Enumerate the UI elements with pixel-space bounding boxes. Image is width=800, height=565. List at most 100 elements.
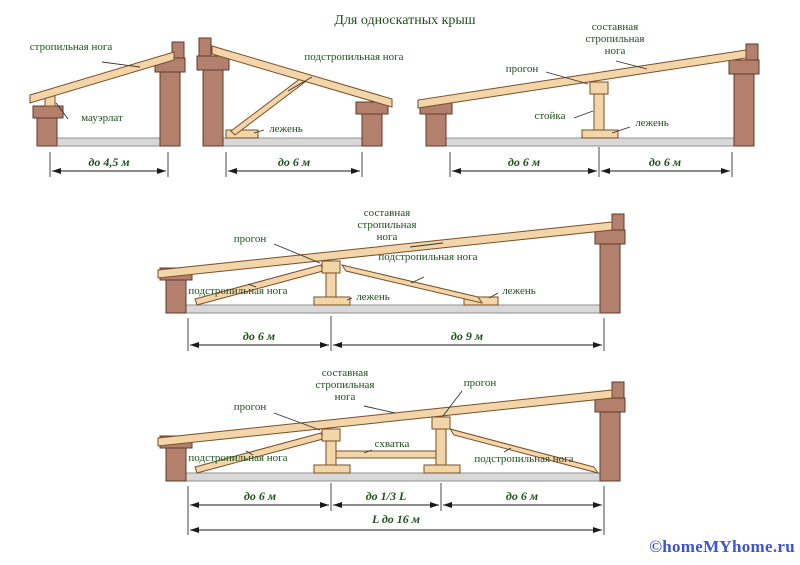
leader-line xyxy=(410,276,425,284)
label-purlin: прогон xyxy=(233,401,267,413)
label-mauerlat: мауэрлат xyxy=(81,112,123,124)
left-wall-pier xyxy=(202,69,224,147)
label-rafter: стропильная нога xyxy=(29,41,113,53)
leader-line xyxy=(409,242,444,248)
dim-label: до 6 м xyxy=(242,329,276,343)
composite-rafter xyxy=(157,389,613,447)
label-purlin: прогон xyxy=(505,63,539,75)
purlin xyxy=(321,260,341,274)
tie-beam xyxy=(335,450,437,459)
figure-title: Для односкатных крыш xyxy=(334,13,476,28)
dim-label: до 9 м xyxy=(450,329,484,343)
right-wall-pier xyxy=(159,71,181,147)
leader-line xyxy=(273,412,321,431)
dim-label: до 6 м xyxy=(648,155,682,169)
label-under-rafter: подстропильная нога xyxy=(188,285,288,297)
diagram-span-16m xyxy=(157,381,626,535)
right-wall-pier xyxy=(361,113,383,147)
dim-label: до 6 м xyxy=(505,489,539,503)
label-sleeper: лежень xyxy=(356,291,390,303)
label-composite-rafter: составная стропильная нога xyxy=(315,367,375,404)
label-sleeper: лежень xyxy=(502,285,536,297)
label-under-rafter: подстропильная нога xyxy=(378,251,478,263)
label-purlin: прогон xyxy=(463,377,497,389)
left-wall-pier xyxy=(165,447,187,482)
leader-line xyxy=(363,405,396,414)
dim-label: до 6 м xyxy=(507,155,541,169)
right-wall-parapet xyxy=(611,381,625,399)
label-sleeper: лежень xyxy=(269,123,303,135)
leader-line xyxy=(55,102,69,120)
right-wall-parapet xyxy=(171,41,185,59)
under-rafter-strut-right xyxy=(340,264,484,304)
label-composite-rafter: составная стропильная нога xyxy=(585,21,645,58)
dim-label: до 6 м xyxy=(277,155,311,169)
sleeper-beam xyxy=(581,129,619,139)
leader-line xyxy=(287,76,313,92)
label-purlin: прогон xyxy=(233,233,267,245)
leader-line xyxy=(611,126,631,134)
dim-label: до 6 м xyxy=(243,489,277,503)
right-wall-corbel xyxy=(594,397,626,413)
post-left xyxy=(325,440,337,466)
leader-line xyxy=(545,71,589,85)
label-under-rafter: подстропильная нога xyxy=(474,453,574,465)
leader-line xyxy=(488,292,499,299)
right-wall-pier xyxy=(733,73,755,147)
dim-label: до 1/3 L xyxy=(365,489,407,503)
purlin-left xyxy=(321,428,341,442)
right-wall-pier xyxy=(599,243,621,314)
left-wall-pier xyxy=(36,117,58,147)
foundation xyxy=(185,304,601,314)
leader-line xyxy=(101,61,141,68)
label-under-rafter: подстропильная нога xyxy=(188,452,288,464)
post xyxy=(593,93,605,131)
composite-rafter xyxy=(417,49,747,109)
purlin xyxy=(589,81,609,95)
foundation xyxy=(185,472,601,482)
under-rafter-strut-right xyxy=(448,428,600,474)
post xyxy=(325,272,337,298)
composite-rafter xyxy=(157,221,613,279)
purlin-right xyxy=(431,416,451,430)
leader-line xyxy=(363,449,373,454)
rafter xyxy=(211,45,393,108)
leader-line xyxy=(247,283,257,288)
label-composite-rafter: составная стропильная нога xyxy=(357,207,417,244)
diagram-span-6m-9m xyxy=(157,213,626,351)
rafter xyxy=(29,51,175,104)
dim-label-total: L до 16 м xyxy=(371,512,421,526)
leader-line xyxy=(273,243,321,264)
right-wall-corbel xyxy=(728,59,760,75)
sleeper-beam-right xyxy=(423,464,461,474)
leader-line xyxy=(245,450,254,456)
left-wall-pier xyxy=(165,279,187,314)
leader-line xyxy=(615,60,648,70)
label-post: стойка xyxy=(534,110,566,122)
right-wall-parapet xyxy=(611,213,625,231)
right-wall-parapet xyxy=(745,43,759,61)
right-wall-corbel xyxy=(594,229,626,245)
under-rafter-strut xyxy=(230,77,306,136)
left-wall-parapet xyxy=(198,37,212,57)
sleeper-beam-mid xyxy=(313,296,351,306)
dim-label: до 4,5 м xyxy=(88,155,130,169)
diagram-span-6m-6m xyxy=(417,43,760,177)
diagram-span-6m xyxy=(196,37,393,177)
leader-line xyxy=(346,297,353,301)
foundation xyxy=(222,137,363,147)
left-wall-corbel xyxy=(32,105,64,119)
foundation xyxy=(56,137,161,147)
post-right xyxy=(435,428,447,466)
label-under-rafter: подстропильная нога xyxy=(304,51,404,63)
leader-line xyxy=(573,110,594,119)
label-tie: схватка xyxy=(374,438,410,450)
foundation xyxy=(445,137,735,147)
diagram-span-4-5m xyxy=(29,41,186,177)
leader-line xyxy=(253,129,265,134)
left-wall-pier xyxy=(425,113,447,147)
watermark: ©homeMYhome.ru xyxy=(649,537,795,556)
sleeper-beam-left xyxy=(313,464,351,474)
